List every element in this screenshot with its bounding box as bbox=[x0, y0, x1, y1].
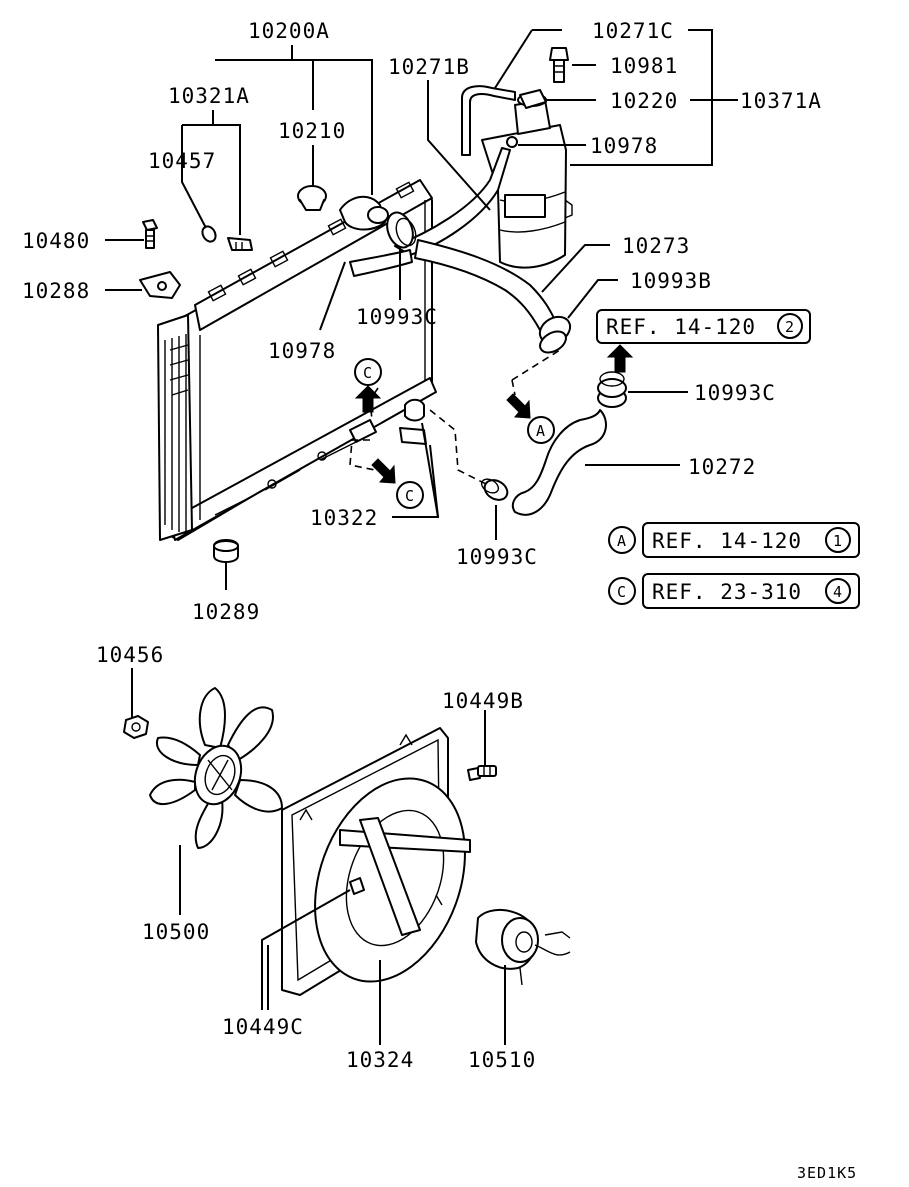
label-10981[interactable]: 10981 bbox=[610, 54, 678, 78]
marker-c-low-text: C bbox=[405, 487, 415, 505]
ref-box-1-text: REF. 14-120 bbox=[606, 315, 756, 339]
label-10993c-top[interactable]: 10993C bbox=[356, 305, 438, 329]
label-10273[interactable]: 10273 bbox=[622, 234, 690, 258]
diagram-code: 3ED1K5 bbox=[797, 1164, 857, 1182]
ref-box-3[interactable]: C REF. 23-310 4 bbox=[608, 573, 860, 609]
ref-box-1-num: 2 bbox=[785, 318, 795, 336]
marker-a-mid: A bbox=[527, 416, 555, 444]
hose-clamps bbox=[386, 211, 627, 501]
part-labels: 10200A 10321A 10210 10457 10480 10288 10… bbox=[22, 19, 822, 1072]
label-10271b[interactable]: 10271B bbox=[388, 55, 470, 79]
marker-c-low: C bbox=[396, 481, 424, 509]
label-10220[interactable]: 10220 bbox=[610, 89, 678, 113]
marker-c-top: C bbox=[354, 358, 382, 386]
label-10993c-bottom[interactable]: 10993C bbox=[456, 545, 538, 569]
leader-lines bbox=[105, 29, 738, 1045]
label-10449c[interactable]: 10449C bbox=[222, 1015, 304, 1039]
arrows bbox=[354, 344, 634, 484]
label-10457[interactable]: 10457 bbox=[148, 149, 216, 173]
marker-c-top-text: C bbox=[363, 364, 373, 382]
label-10324[interactable]: 10324 bbox=[346, 1048, 414, 1072]
label-10978-right[interactable]: 10978 bbox=[590, 134, 658, 158]
ref-box-2-num: 1 bbox=[833, 532, 843, 550]
label-10271c[interactable]: 10271C bbox=[592, 19, 674, 43]
fan-shroud bbox=[281, 727, 471, 996]
label-10322[interactable]: 10322 bbox=[310, 506, 378, 530]
label-10371a[interactable]: 10371A bbox=[740, 89, 822, 113]
label-10272[interactable]: 10272 bbox=[688, 455, 756, 479]
label-10993b[interactable]: 10993B bbox=[630, 269, 712, 293]
fan-motor bbox=[475, 908, 571, 986]
label-10456[interactable]: 10456 bbox=[96, 643, 164, 667]
shroud-bolt bbox=[467, 765, 497, 781]
ref-box-2[interactable]: A REF. 14-120 1 bbox=[608, 522, 860, 558]
ref-box-2-marker: A bbox=[617, 532, 627, 550]
ref-box-3-num: 4 bbox=[833, 583, 843, 601]
label-10289[interactable]: 10289 bbox=[192, 600, 260, 624]
label-10449b[interactable]: 10449B bbox=[442, 689, 524, 713]
label-10500[interactable]: 10500 bbox=[142, 920, 210, 944]
label-10288[interactable]: 10288 bbox=[22, 279, 90, 303]
label-10993c-right[interactable]: 10993C bbox=[694, 381, 776, 405]
ref-box-2-text: REF. 14-120 bbox=[652, 529, 802, 553]
marker-a-mid-text: A bbox=[536, 422, 546, 440]
fan-blade bbox=[149, 687, 283, 849]
label-10978-left[interactable]: 10978 bbox=[268, 339, 336, 363]
label-10210[interactable]: 10210 bbox=[278, 119, 346, 143]
label-10200a[interactable]: 10200A bbox=[248, 19, 330, 43]
ref-box-3-marker: C bbox=[617, 583, 627, 601]
label-10480[interactable]: 10480 bbox=[22, 229, 90, 253]
ref-box-1[interactable]: REF. 14-120 2 bbox=[596, 309, 811, 344]
label-10321a[interactable]: 10321A bbox=[168, 84, 250, 108]
label-10510[interactable]: 10510 bbox=[468, 1048, 536, 1072]
ref-box-3-text: REF. 23-310 bbox=[652, 580, 802, 604]
fan-nut bbox=[123, 715, 149, 739]
